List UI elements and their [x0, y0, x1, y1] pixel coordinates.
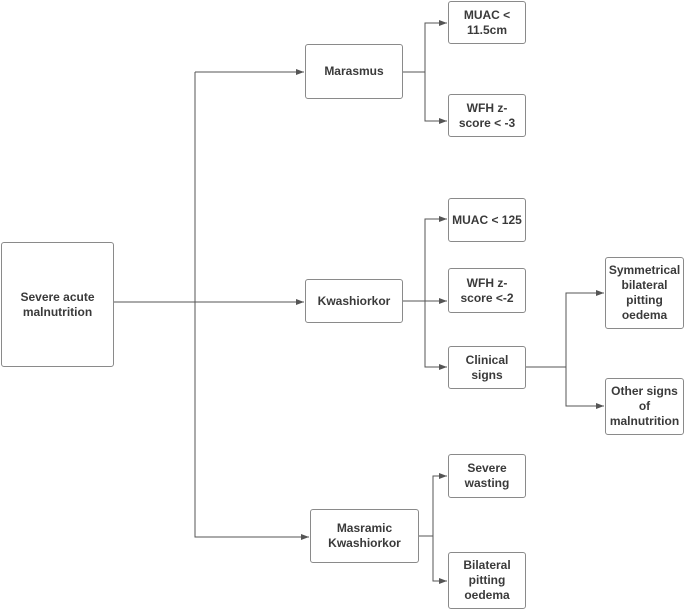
node-kwashiorkor: Kwashiorkor	[305, 279, 403, 323]
edge-marasmus-muac	[424, 20, 447, 72]
node-muac-11-5: MUAC < 11.5cm	[448, 1, 526, 44]
edge-masramic-wasting	[432, 473, 447, 536]
edge-clinical-symm	[565, 290, 604, 367]
edge-marasmus-wfh	[424, 72, 447, 124]
node-bilateral-oedema: Bilateral pitting oedema	[448, 552, 526, 609]
node-symmetrical-oedema: Symmetrical bilateral pitting oedema	[605, 257, 684, 329]
node-severe-wasting: Severe wasting	[448, 454, 526, 498]
node-other-signs: Other signs of malnutrition	[605, 378, 684, 435]
node-wfh-minus-3: WFH z-score < -3	[448, 94, 526, 137]
node-marasmus: Marasmus	[305, 44, 403, 99]
edge-kwash-clinical	[424, 301, 447, 370]
edge-masramic-bilateral	[432, 536, 447, 584]
edge-clinical-other	[565, 367, 604, 409]
edge-kwash-muac	[424, 216, 447, 301]
node-wfh-minus-2: WFH z-score <-2	[448, 268, 526, 313]
node-severe-acute-malnutrition: Severe acute malnutrition	[1, 242, 114, 367]
edge-sam-masramic	[194, 302, 309, 540]
node-clinical-signs: Clinical signs	[448, 346, 526, 389]
node-masramic-kwashiorkor: Masramic Kwashiorkor	[310, 509, 419, 563]
node-muac-125: MUAC < 125	[448, 198, 526, 242]
